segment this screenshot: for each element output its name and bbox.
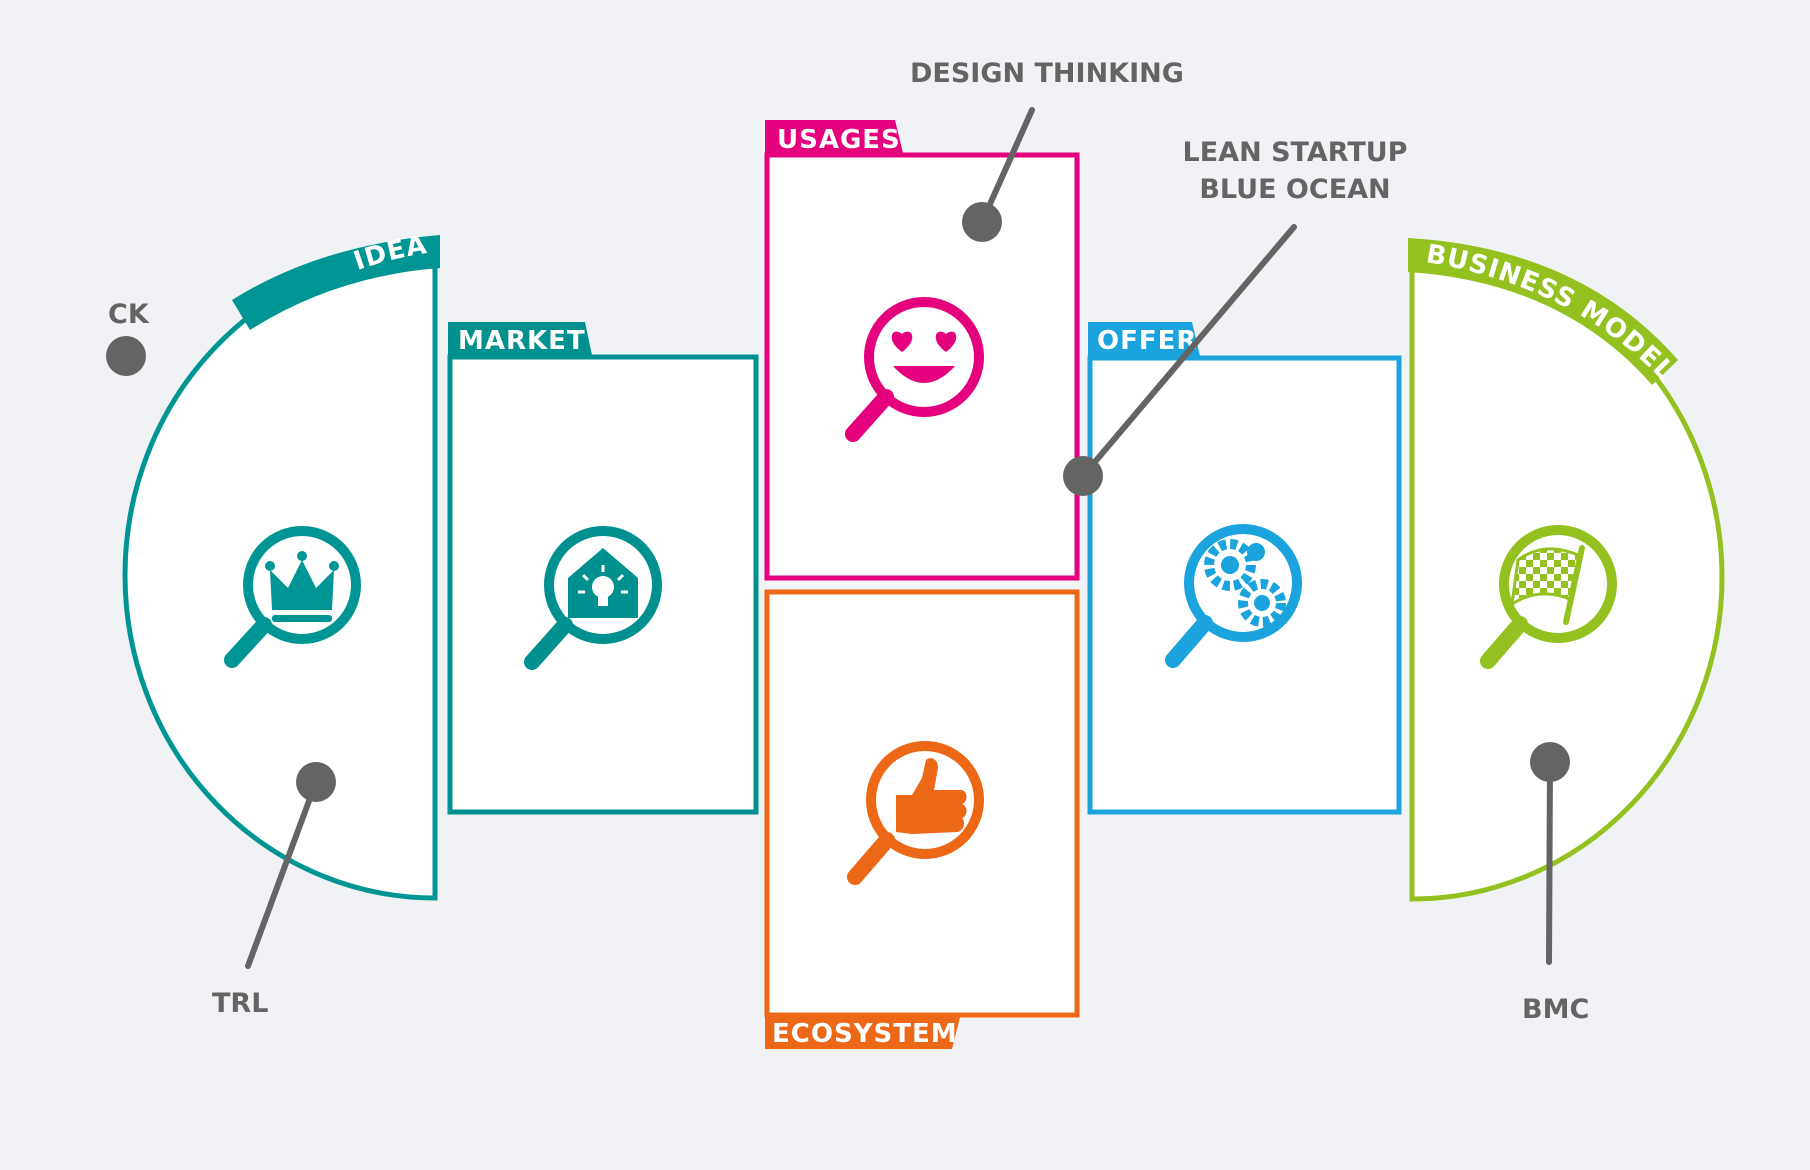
annotation-ck: CK xyxy=(106,299,150,376)
bmc-label: BMC xyxy=(1522,994,1589,1025)
idea-stage[interactable]: IDEA xyxy=(122,230,440,901)
annotation-trl: TRL xyxy=(212,762,336,1019)
offer-stage[interactable]: OFFER xyxy=(1087,322,1402,815)
lean-startup-label: LEAN STARTUP xyxy=(1183,137,1408,168)
gears-magnifier-icon xyxy=(1165,524,1302,668)
design-thinking-label: DESIGN THINKING xyxy=(910,58,1184,89)
annotation-bmc: BMC xyxy=(1522,742,1589,1025)
lean-blue-pin xyxy=(1063,456,1103,496)
design-thinking-pin xyxy=(962,202,1002,242)
market-label: MARKET xyxy=(458,326,586,356)
market-tab xyxy=(448,322,592,355)
ecosystem-tab xyxy=(765,1017,960,1049)
usages-stage[interactable]: USAGES xyxy=(764,120,1080,581)
business-model-tab xyxy=(1408,238,1678,385)
ck-label: CK xyxy=(108,299,150,330)
bmc-pin xyxy=(1530,742,1570,782)
heart-eyes-smiley-magnifier-icon xyxy=(845,297,984,442)
trl-pin xyxy=(296,762,336,802)
idea-panel xyxy=(122,249,438,901)
annotation-design-thinking: DESIGN THINKING xyxy=(910,58,1184,242)
house-lightbulb-magnifier-icon xyxy=(524,526,662,670)
offer-panel xyxy=(1087,355,1402,815)
ecosystem-stage[interactable]: ECOSYSTEM xyxy=(764,589,1080,1049)
usages-tab xyxy=(765,120,903,153)
annotation-lean-blue: LEAN STARTUP BLUE OCEAN xyxy=(1063,137,1407,496)
usages-label: USAGES xyxy=(777,125,901,155)
blue-ocean-label: BLUE OCEAN xyxy=(1199,174,1390,205)
idea-tab xyxy=(232,235,440,330)
trl-label: TRL xyxy=(212,988,268,1019)
checkered-flag-magnifier-icon xyxy=(1480,525,1617,669)
market-stage[interactable]: MARKET xyxy=(447,322,759,815)
thumbs-up-magnifier-icon xyxy=(847,741,984,885)
business-model-stage[interactable]: BUSINESS MODEL xyxy=(1408,238,1725,902)
crown-magnifier-icon xyxy=(224,526,361,668)
offer-label: OFFER xyxy=(1097,326,1197,356)
ecosystem-label: ECOSYSTEM xyxy=(772,1019,958,1049)
offer-tab xyxy=(1088,322,1200,356)
ck-pin xyxy=(106,336,146,376)
